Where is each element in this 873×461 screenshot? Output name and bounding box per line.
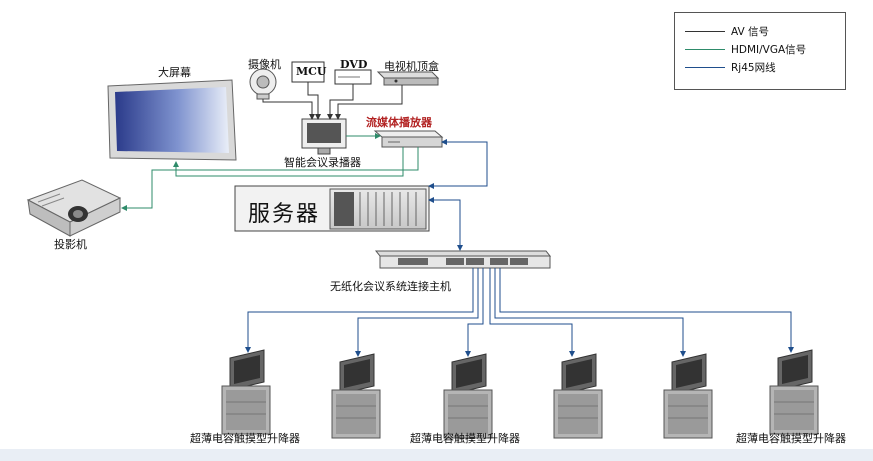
lifter-label: 超薄电容触摸型升降器 [410,432,520,445]
recorder-label: 智能会议录播器 [284,156,361,169]
lifter-label: 超薄电容触摸型升降器 [190,432,300,445]
switch [374,250,552,269]
rj45-lines [245,139,794,357]
dvd-player [334,69,372,85]
hdmi-lines [121,133,419,211]
projector [26,179,122,237]
lifter [331,353,381,439]
legend-hdmi-label: HDMI/VGA信号 [731,44,807,56]
camera-label: 摄像机 [248,58,281,71]
switch-label: 无纸化会议系统连接主机 [330,280,451,293]
lifter [663,353,713,439]
lifter [769,349,819,435]
dvd-label: DVD [340,58,368,71]
streamer [373,130,444,148]
server-label: 服务器 [248,202,321,227]
legend-rj45: Rj45网线 [685,61,845,74]
camera [249,68,277,100]
set-top-box [376,71,440,86]
streamer-label: 流媒体播放器 [366,116,432,129]
legend-av: AV 信号 [685,25,845,38]
lifter [553,353,603,439]
big-screen [107,79,237,161]
server-box [234,185,430,232]
lifter [443,353,493,439]
projector-label: 投影机 [54,238,87,251]
lifter-label: 超薄电容触摸型升降器 [736,432,846,445]
screen-label: 大屏幕 [158,66,191,79]
bottom-strip [0,449,873,461]
av-lines [262,82,403,120]
stb-label: 电视机顶盒 [384,60,439,73]
mcu-label: MCU [296,65,327,78]
legend-av-label: AV 信号 [731,26,770,38]
lifter [221,349,271,435]
recorder [301,118,347,155]
legend-rj45-label: Rj45网线 [731,62,776,74]
legend-hdmi: HDMI/VGA信号 [685,43,845,56]
legend: AV 信号 HDMI/VGA信号 Rj45网线 [674,12,846,90]
